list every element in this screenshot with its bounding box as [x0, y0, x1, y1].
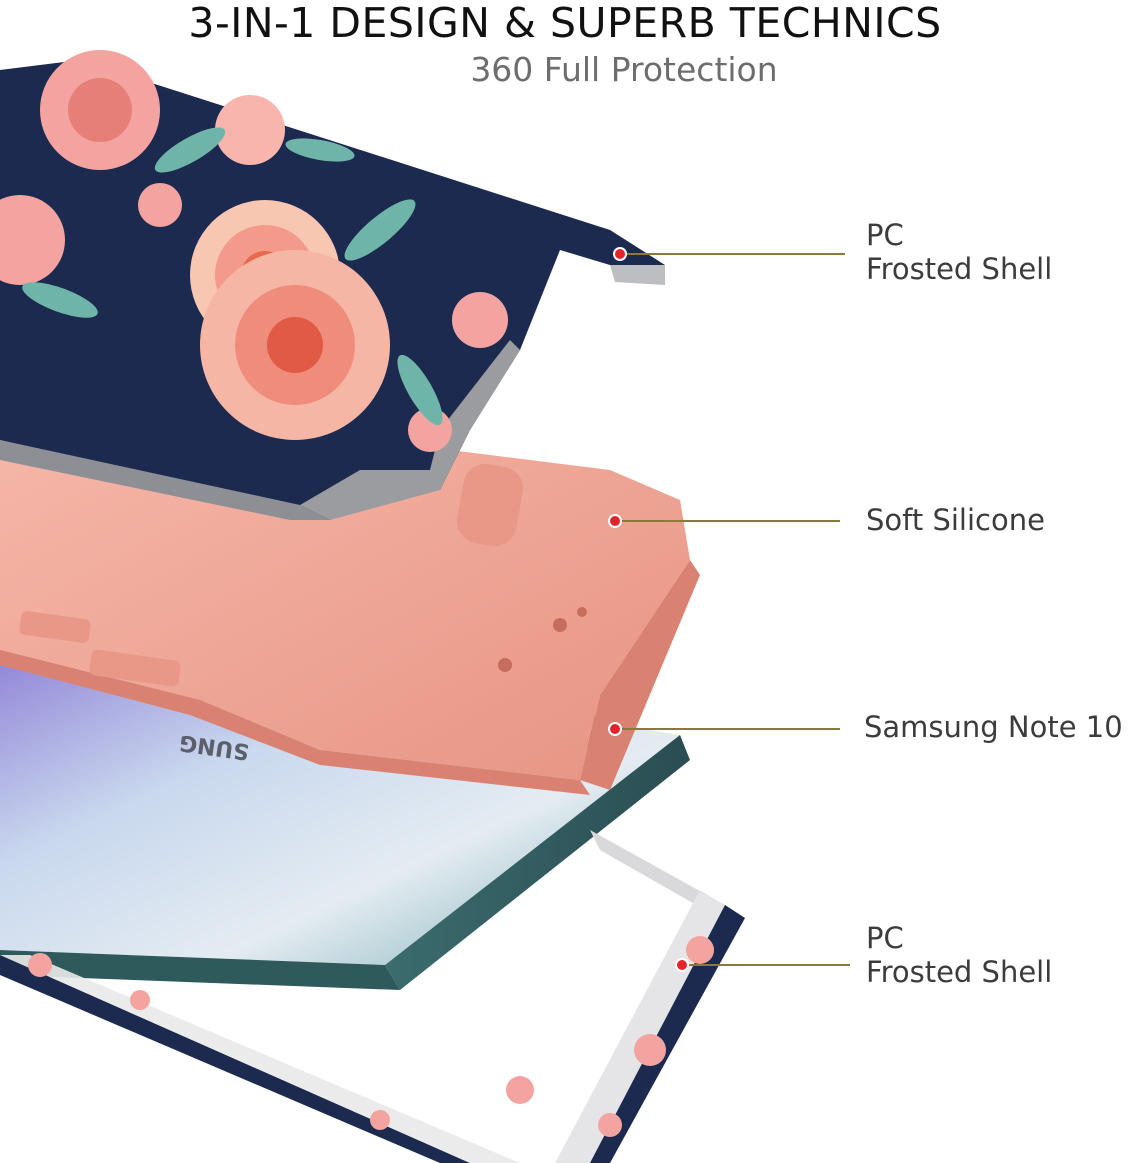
rose-pattern	[0, 50, 508, 452]
callout-label-phone: Samsung Note 10	[864, 710, 1123, 744]
callout-label-bottom-shell: PC Frosted Shell	[866, 921, 1052, 989]
callout-label-line: Soft Silicone	[866, 503, 1045, 537]
callout-label-top-shell: PC Frosted Shell	[866, 218, 1052, 286]
callout-label-line: Samsung Note 10	[864, 710, 1123, 744]
callout-dot-3	[608, 722, 622, 736]
headline-title: 3-IN-1 DESIGN & SUPERB TECHNICS	[188, 0, 942, 47]
headline-subtitle: 360 Full Protection	[470, 50, 778, 89]
callout-label-line: Frosted Shell	[866, 955, 1053, 989]
callout-label-silicone: Soft Silicone	[866, 503, 1045, 537]
callout-dot-2	[608, 514, 622, 528]
bottom-pc-shell	[0, 830, 745, 1163]
callout-dot-4	[675, 958, 689, 972]
callout-label-line: PC	[866, 921, 904, 955]
callout-dot-1	[613, 247, 627, 261]
top-pc-shell	[0, 50, 665, 520]
callout-label-line: PC	[866, 218, 904, 252]
callout-pointers	[608, 247, 850, 972]
callout-label-line: Frosted Shell	[866, 252, 1053, 286]
